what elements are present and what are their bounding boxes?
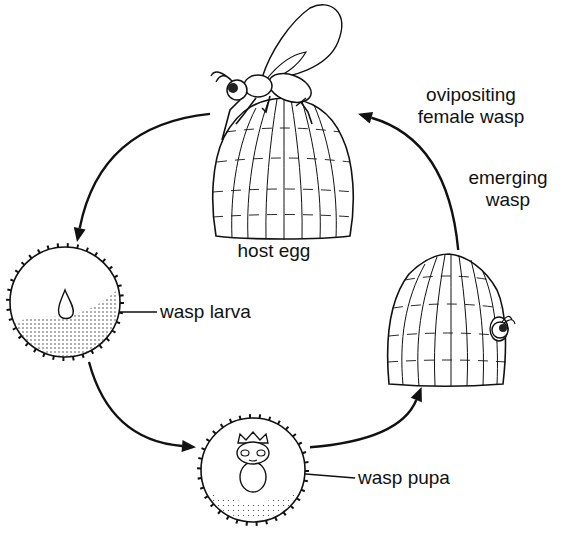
stage-label: emerging wasp: [462, 167, 554, 211]
emerging-wasp-illustration: [385, 250, 507, 387]
yolk-stipple: [13, 290, 118, 356]
host-egg-outline: [213, 98, 354, 239]
arrow-line: [371, 118, 458, 250]
arrow-head: [74, 227, 86, 242]
stage-label: wasp larva: [160, 301, 251, 323]
cycle-arrow: [310, 387, 422, 447]
wasp-on-egg-illustration: [210, 2, 358, 240]
host-egg-outline: [388, 254, 506, 386]
egg-grid: [213, 128, 354, 217]
egg-grid: [388, 276, 506, 362]
egg-label: host egg: [214, 240, 334, 262]
host-egg-stage: ovipositing female wasphost egg: [210, 2, 358, 240]
arrow-head: [358, 112, 373, 124]
egg-section: [10, 247, 120, 357]
wasp-forewing: [262, 5, 342, 78]
cycle-arrow: [89, 362, 196, 452]
wasp-head: [492, 322, 508, 338]
cycle-arrow: [74, 114, 210, 242]
egg-section: [201, 418, 305, 522]
arrow-line: [80, 114, 210, 228]
cycle-arrow: [358, 112, 458, 250]
stage-label: ovipositing female wasp: [415, 84, 527, 128]
wasp-eye: [499, 324, 507, 332]
larva-egg-illustration: [5, 242, 125, 362]
arrow-line: [310, 400, 416, 447]
larva-stage: wasp larva: [5, 242, 125, 362]
wasp-larva-shape: [58, 290, 73, 319]
arrow-line: [89, 362, 182, 446]
pupa-face: [241, 450, 265, 461]
wasp-thorax: [244, 75, 272, 97]
egg-ribs: [232, 98, 337, 240]
wasp-head: [227, 80, 247, 100]
arrow-head: [411, 387, 422, 402]
egg-spines: [199, 416, 307, 524]
wasp-ovipositor: [296, 98, 306, 106]
emergence-stage: emerging wasp: [385, 250, 507, 387]
stage-label: wasp pupa: [358, 467, 450, 489]
pupa-head: [237, 442, 269, 464]
pupa-egg-illustration: [196, 413, 310, 527]
wasp-eye: [228, 83, 238, 93]
yolk-stipple: [208, 491, 298, 519]
egg-ribs: [402, 254, 498, 386]
arrow-head: [182, 440, 196, 452]
wasp-antennae: [502, 316, 515, 324]
emergence-hole: [490, 317, 508, 341]
pupa-stage: wasp pupa: [196, 413, 310, 527]
pupa-body: [240, 462, 266, 492]
egg-spines: [8, 245, 122, 359]
wasp-antennae: [211, 72, 232, 82]
